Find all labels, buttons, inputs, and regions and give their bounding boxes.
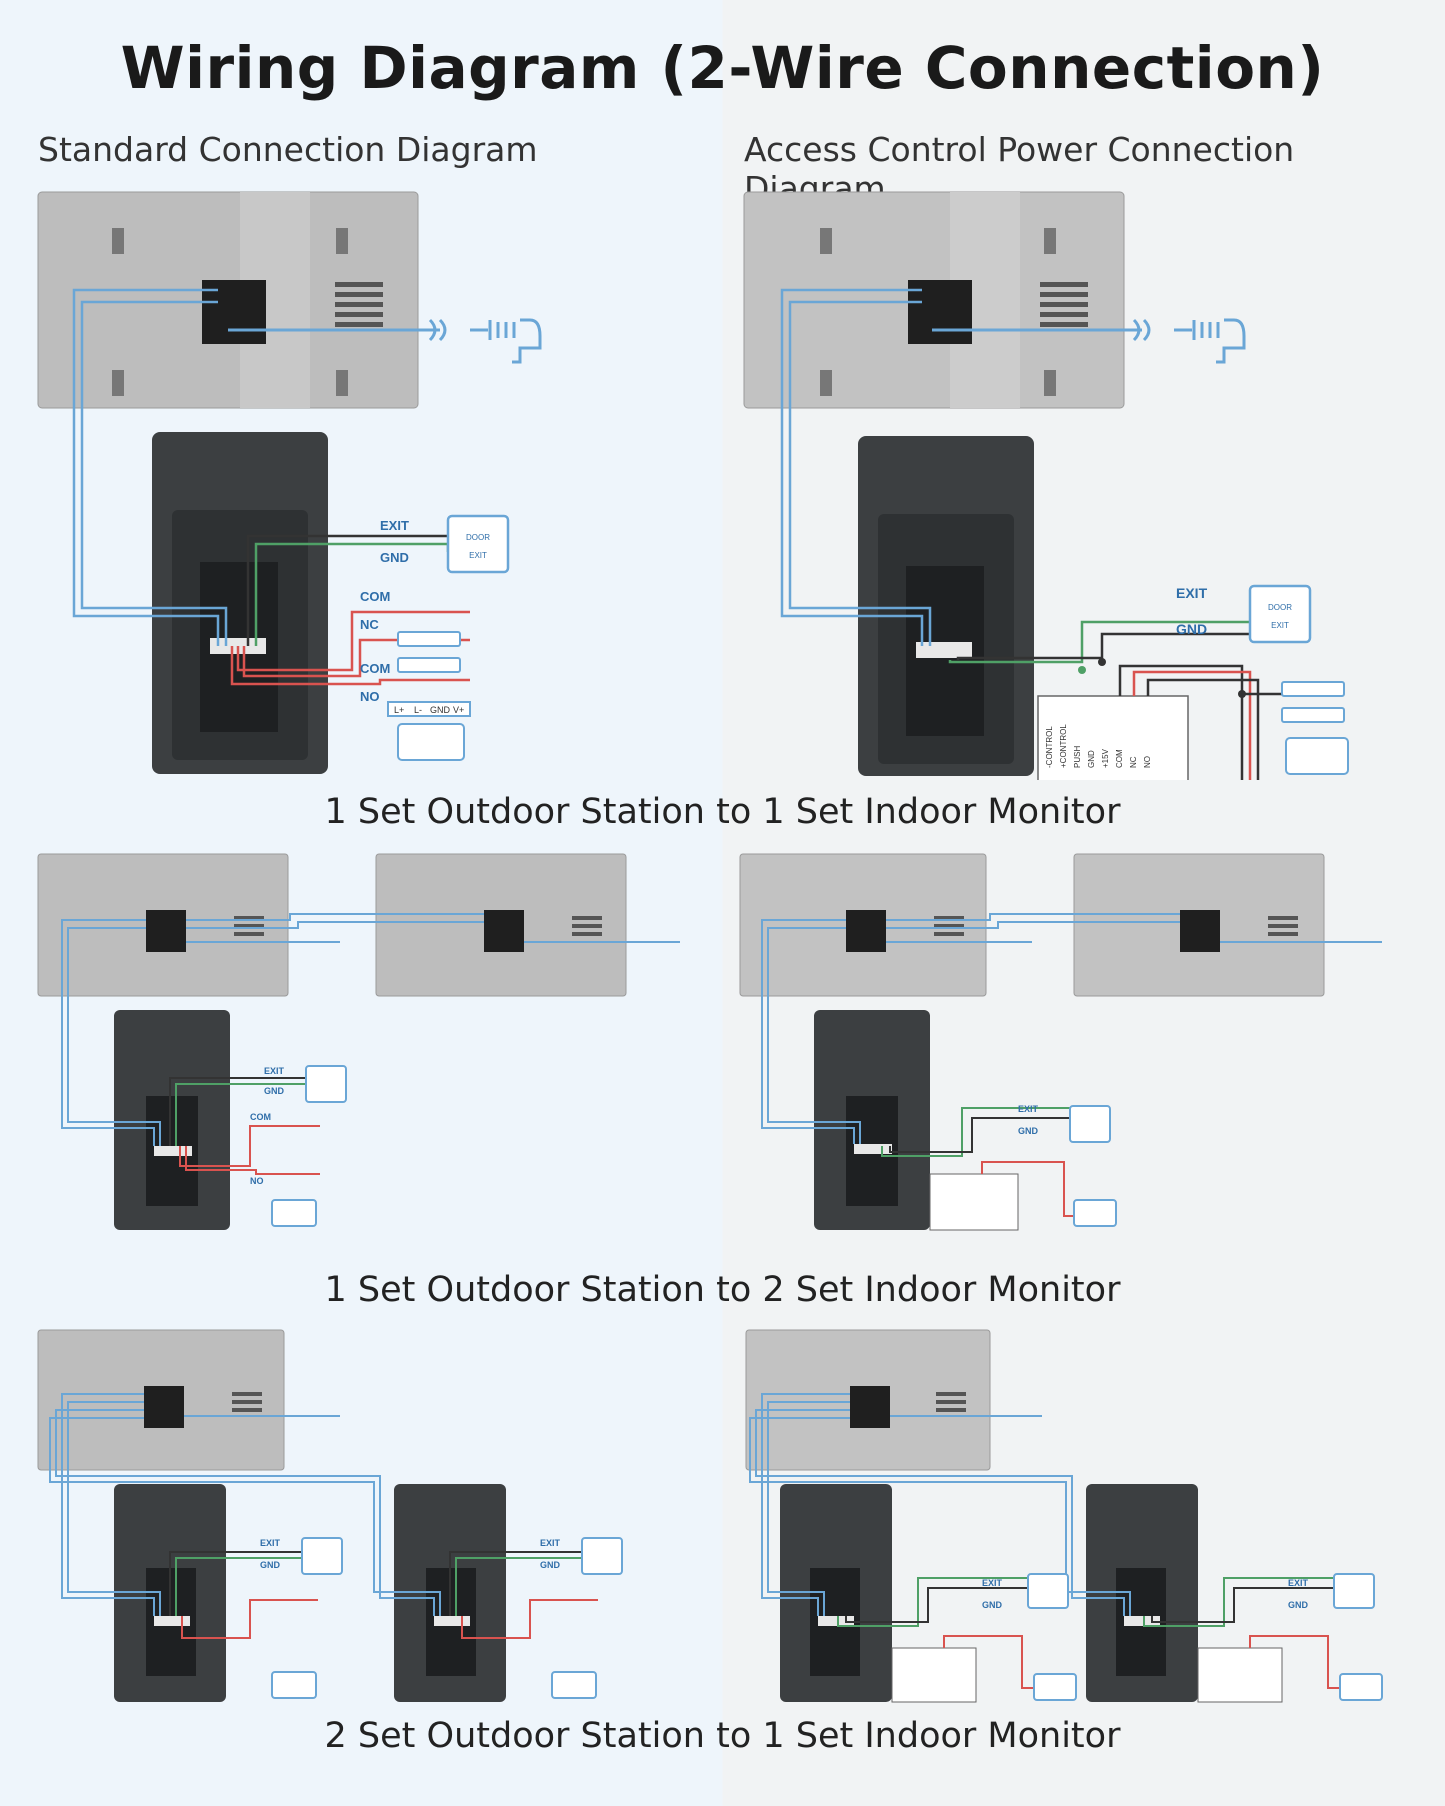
indoor-monitor bbox=[743, 191, 1125, 409]
lock-terminals-4: V+ bbox=[453, 705, 464, 715]
power-supply-box: -CONTROL +CONTROL PUSH GND +15V COM NC N… bbox=[1037, 658, 1292, 780]
outdoor-station bbox=[152, 432, 328, 774]
accessory-wires bbox=[837, 1577, 1346, 1689]
indoor-monitor bbox=[745, 1329, 1042, 1471]
label-exit: EXIT bbox=[982, 1578, 1003, 1588]
diagram-access-1to2: EXIT GND bbox=[739, 853, 1382, 1231]
power-supply-box bbox=[929, 1173, 1019, 1231]
lock-terminals-2: L- bbox=[414, 705, 422, 715]
monitor-to-station-wires bbox=[49, 1393, 441, 1616]
diagram-standard-1to1: DOOR EXIT EXIT GND COM NC COM NO L+ L- G… bbox=[37, 191, 542, 774]
label-gnd: GND bbox=[380, 550, 409, 565]
caption-2to1: 2 Set Outdoor Station to 1 Set Indoor Mo… bbox=[324, 1716, 1121, 1756]
power-terms-8: NO bbox=[1143, 756, 1152, 768]
label-exit: EXIT bbox=[1018, 1104, 1039, 1114]
outdoor-station bbox=[114, 1010, 230, 1230]
diagram-standard-1to2: EXIT GND COM NO bbox=[37, 853, 680, 1230]
label-no: NO bbox=[360, 689, 380, 704]
accessory-wires bbox=[169, 1551, 598, 1639]
lock-block bbox=[1033, 1673, 1077, 1701]
monitor-link-wires bbox=[186, 913, 680, 943]
accessory-wires bbox=[881, 1107, 1084, 1217]
subtitle-standard: Standard Connection Diagram bbox=[38, 130, 538, 169]
label-gnd: GND bbox=[264, 1086, 285, 1096]
diagram-standard-2to1: EXIT GND EXIT GND bbox=[37, 1329, 623, 1702]
indoor-monitor-2 bbox=[1073, 853, 1325, 997]
monitor-to-station-wires bbox=[72, 288, 228, 646]
lock-terminals: L+ bbox=[394, 705, 404, 715]
lock-block-2 bbox=[1339, 1673, 1383, 1701]
label-exit: EXIT bbox=[260, 1538, 281, 1548]
indoor-monitor-2 bbox=[375, 853, 627, 997]
outdoor-station bbox=[858, 436, 1034, 776]
lock-block-2 bbox=[551, 1671, 597, 1699]
label-exit: EXIT bbox=[380, 518, 409, 533]
monitor-to-station-wires bbox=[761, 919, 861, 1144]
label-no: NO bbox=[250, 1176, 264, 1186]
power-terms-2: +CONTROL bbox=[1059, 724, 1068, 768]
outdoor-station bbox=[814, 1010, 930, 1230]
door-label: DOOR bbox=[1268, 603, 1292, 612]
power-terms: -CONTROL bbox=[1045, 726, 1054, 768]
label-gnd: GND bbox=[1018, 1126, 1039, 1136]
power-terms-5: +15V bbox=[1101, 748, 1110, 768]
label-com: COM bbox=[360, 589, 390, 604]
lock-block bbox=[1073, 1199, 1117, 1227]
label-gnd-2: GND bbox=[540, 1560, 561, 1570]
power-terms-4: GND bbox=[1087, 750, 1096, 768]
monitor-link-wires bbox=[886, 913, 1382, 943]
label-exit-2: EXIT bbox=[1288, 1578, 1309, 1588]
power-supply-box bbox=[891, 1647, 977, 1703]
power-adapter-icon bbox=[228, 318, 542, 364]
lock-block bbox=[1281, 681, 1349, 775]
exit-button: DOOR EXIT bbox=[446, 514, 510, 574]
exit-button-2 bbox=[581, 1537, 623, 1575]
caption-1to2: 1 Set Outdoor Station to 2 Set Indoor Mo… bbox=[324, 1270, 1121, 1310]
diagram-access-1to1: DOOR EXIT EXIT GND -CONTROL +CONTROL PUS… bbox=[743, 191, 1349, 780]
door-label: DOOR bbox=[466, 533, 490, 542]
caption-1to1: 1 Set Outdoor Station to 1 Set Indoor Mo… bbox=[324, 792, 1121, 832]
indoor-monitor bbox=[739, 853, 987, 997]
label-gnd: GND bbox=[260, 1560, 281, 1570]
power-supply-box-2 bbox=[1197, 1647, 1283, 1703]
exit-button bbox=[305, 1065, 347, 1103]
label-exit: EXIT bbox=[1176, 585, 1208, 601]
exit-small-label: EXIT bbox=[1271, 621, 1289, 630]
monitor-to-station-wires bbox=[61, 919, 161, 1146]
label-com: COM bbox=[250, 1112, 271, 1122]
subtitle-access: Access Control Power Connection Diagram bbox=[744, 130, 1295, 208]
exit-button bbox=[1027, 1573, 1069, 1609]
exit-button-2 bbox=[1333, 1573, 1375, 1609]
lock-block bbox=[271, 1671, 317, 1699]
lock-block bbox=[271, 1199, 317, 1227]
indoor-monitor bbox=[37, 1329, 340, 1471]
label-nc: NC bbox=[360, 617, 379, 632]
monitor-to-station-wires bbox=[749, 1393, 1131, 1616]
label-gnd: GND bbox=[1176, 621, 1207, 637]
exit-button bbox=[301, 1537, 343, 1575]
exit-button bbox=[1069, 1105, 1111, 1143]
accessory-wires bbox=[169, 1077, 320, 1175]
indoor-monitor bbox=[37, 191, 419, 409]
power-adapter-icon bbox=[932, 318, 1246, 364]
label-exit-2: EXIT bbox=[540, 1538, 561, 1548]
label-gnd: GND bbox=[982, 1600, 1003, 1610]
lock-wires bbox=[230, 610, 470, 686]
power-terms-3: PUSH bbox=[1073, 746, 1082, 768]
lock-terminals-3: GND bbox=[430, 705, 451, 715]
monitor-to-station-wires bbox=[780, 288, 932, 646]
exit-button: DOOR EXIT bbox=[1248, 584, 1312, 644]
power-terms-6: COM bbox=[1115, 749, 1124, 768]
label-gnd-2: GND bbox=[1288, 1600, 1309, 1610]
exit-small-label: EXIT bbox=[469, 551, 487, 560]
label-exit: EXIT bbox=[264, 1066, 285, 1076]
lock-block bbox=[387, 631, 471, 761]
page-title: Wiring Diagram (2-Wire Connection) bbox=[120, 34, 1325, 102]
label-com-2: COM bbox=[360, 661, 390, 676]
diagram-access-2to1: EXIT GND EXIT GND bbox=[745, 1329, 1383, 1703]
power-terms-7: NC bbox=[1129, 756, 1138, 768]
indoor-monitor bbox=[37, 853, 289, 997]
